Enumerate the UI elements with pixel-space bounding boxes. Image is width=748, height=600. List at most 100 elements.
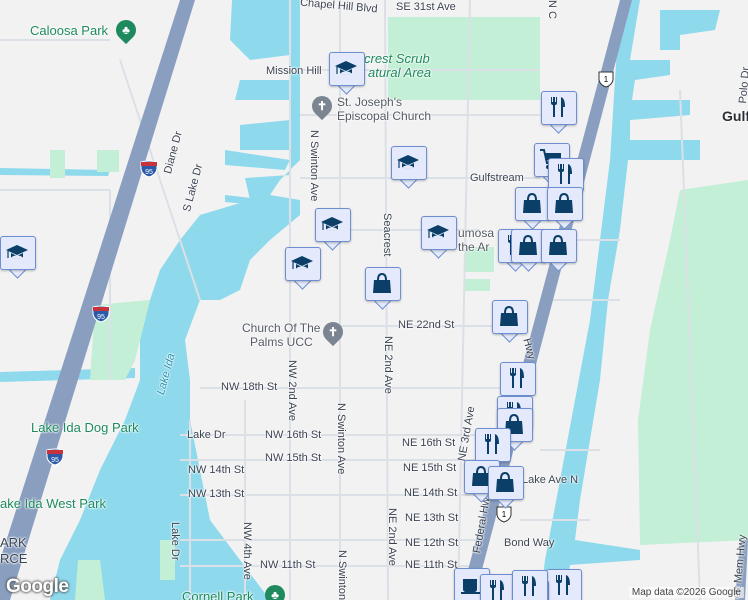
street-label-lake-dr-vertical: Lake Dr	[169, 522, 181, 561]
street-label-lake-ave-n: Lake Ave N	[522, 474, 579, 486]
park-label-lake-ida-west[interactable]: ake Ida West Park	[0, 496, 106, 511]
us-1-shield: 1	[496, 506, 512, 523]
marker-restaurant[interactable]	[548, 158, 584, 202]
poi-label-mosaic-2[interactable]: the Ar	[458, 240, 490, 254]
marker-shopping[interactable]	[365, 267, 401, 311]
marker-shopping[interactable]	[488, 466, 524, 510]
church-pin-st-josephs[interactable]: ✝	[307, 91, 337, 122]
cross-icon: ✝	[327, 325, 339, 339]
marker-shopping[interactable]	[497, 408, 533, 452]
street-label-nw13: NW 13th St	[188, 488, 245, 500]
marker-school[interactable]	[0, 236, 36, 280]
graduation-cap-icon	[334, 60, 358, 76]
graduation-cap-icon	[396, 154, 420, 170]
street-label-bond-way: Bond Way	[504, 537, 555, 549]
marker-shopping[interactable]	[541, 229, 577, 273]
svg-text:95: 95	[97, 314, 105, 321]
area-label-gulf: Gulf	[722, 108, 748, 124]
fork-knife-icon	[510, 368, 524, 388]
church-pin-palms[interactable]: ✝	[318, 317, 348, 348]
shopping-bag-icon	[372, 273, 392, 294]
marker-school[interactable]	[329, 52, 365, 96]
svg-text:1: 1	[604, 75, 609, 84]
street-label-nw4th: NW 4th Ave	[241, 522, 253, 580]
park-label-cornell[interactable]: Cornell Park	[182, 589, 254, 600]
fork-knife-icon	[558, 164, 572, 184]
street-label-nw15: NW 15th St	[265, 452, 322, 464]
shopping-bag-icon	[495, 472, 515, 493]
marker-restaurant[interactable]	[500, 362, 536, 406]
interstate-95-shield: 95	[92, 305, 110, 323]
street-label-nw16: NW 16th St	[265, 429, 322, 441]
area-label-1: ARK	[0, 535, 27, 550]
street-label-nw18: NW 18th St	[221, 381, 278, 393]
us-1-shield: 1	[598, 71, 614, 88]
svg-text:95: 95	[51, 457, 59, 464]
marker-shopping[interactable]	[515, 187, 551, 231]
shopping-bag-icon	[548, 235, 568, 256]
area-label-2: RCE	[0, 551, 28, 566]
tree-icon: ♣	[271, 588, 279, 600]
google-logo[interactable]: Google	[6, 576, 69, 597]
poi-label-mosaic-1[interactable]: umosa	[458, 226, 495, 240]
interstate-95-shield: 95	[46, 448, 64, 466]
street-label-gulfstream: Gulfstream	[470, 172, 524, 184]
street-label-seacrest: Seacrest	[381, 213, 393, 257]
park-label-seacrest-2[interactable]: atural Area	[368, 65, 432, 80]
street-label-n-swinton-top: N Swinton Ave	[308, 130, 320, 202]
marker-restaurant[interactable]	[475, 428, 511, 472]
street-label-ne2nd-top: NE 2nd Ave	[382, 336, 394, 394]
street-label-nw2nd: NW 2nd Ave	[286, 360, 298, 421]
street-label-nw14: NW 14th St	[188, 464, 245, 476]
marker-shopping[interactable]	[492, 300, 528, 344]
poi-label-church-palms-1[interactable]: Church Of The	[242, 321, 321, 335]
shopping-bag-icon	[522, 193, 542, 214]
street-label-ne11: NE 11th St	[405, 559, 458, 571]
marker-school[interactable]	[421, 216, 457, 260]
street-label-n-swinton-mid: N Swinton Ave	[335, 403, 347, 475]
street-label-ne12: NE 12th St	[405, 537, 459, 549]
interstate-95-shield: 95	[140, 160, 158, 178]
street-label-n-swinton-bot: N Swinton	[336, 550, 348, 600]
park-label-caloosa[interactable]: Caloosa Park	[30, 23, 109, 38]
marker-school[interactable]	[391, 146, 427, 190]
cross-icon: ✝	[316, 99, 328, 113]
park-pin-cornell[interactable]: ♣	[260, 580, 290, 600]
street-label-se31: SE 31st Ave	[396, 1, 456, 13]
marker-school[interactable]	[285, 247, 321, 291]
shopping-bag-icon	[499, 306, 519, 327]
fork-knife-icon	[485, 434, 499, 454]
street-label-ne14: NE 14th St	[404, 487, 458, 499]
graduation-cap-icon	[320, 216, 344, 232]
poi-label-st-josephs-2[interactable]: Episcopal Church	[337, 109, 432, 123]
street-label-ne16: NE 16th St	[402, 437, 456, 449]
park-label-seacrest-1[interactable]: crest Scrub	[364, 51, 430, 66]
shopping-bag-icon	[554, 193, 574, 214]
marker-school[interactable]	[315, 208, 351, 252]
street-label-nc: N C	[546, 0, 558, 19]
poi-label-st-josephs-1[interactable]: St. Joseph's	[337, 95, 402, 109]
map-attribution[interactable]: Map data ©2026 Google	[628, 587, 744, 598]
street-label-polo-dr: Polo Dr	[737, 66, 748, 105]
svg-text:95: 95	[145, 169, 153, 176]
street-label-ne22: NE 22nd St	[398, 319, 455, 331]
graduation-cap-icon	[426, 224, 450, 240]
park-pin-caloosa[interactable]: ♣	[111, 15, 141, 46]
marker-shopping[interactable]	[547, 187, 583, 231]
marker-restaurant[interactable]	[512, 570, 548, 600]
street-label-lake-dr: Lake Dr	[187, 429, 226, 441]
marker-restaurant[interactable]	[480, 574, 516, 600]
street-label-mission-hill: Mission Hill	[266, 65, 322, 77]
shopping-bag-icon	[518, 235, 538, 256]
svg-text:1: 1	[502, 510, 507, 519]
marker-restaurant[interactable]	[541, 91, 577, 135]
graduation-cap-icon	[290, 255, 314, 271]
park-label-lake-ida-dog[interactable]: Lake Ida Dog Park	[31, 420, 139, 435]
graduation-cap-icon	[5, 244, 29, 260]
fork-knife-icon	[522, 576, 536, 596]
street-label-nw11: NW 11th St	[260, 559, 316, 571]
street-label-ne2nd-bot: NE 2nd Ave	[386, 508, 398, 566]
poi-label-church-palms-2[interactable]: Palms UCC	[250, 335, 313, 349]
marker-restaurant[interactable]	[546, 569, 582, 600]
